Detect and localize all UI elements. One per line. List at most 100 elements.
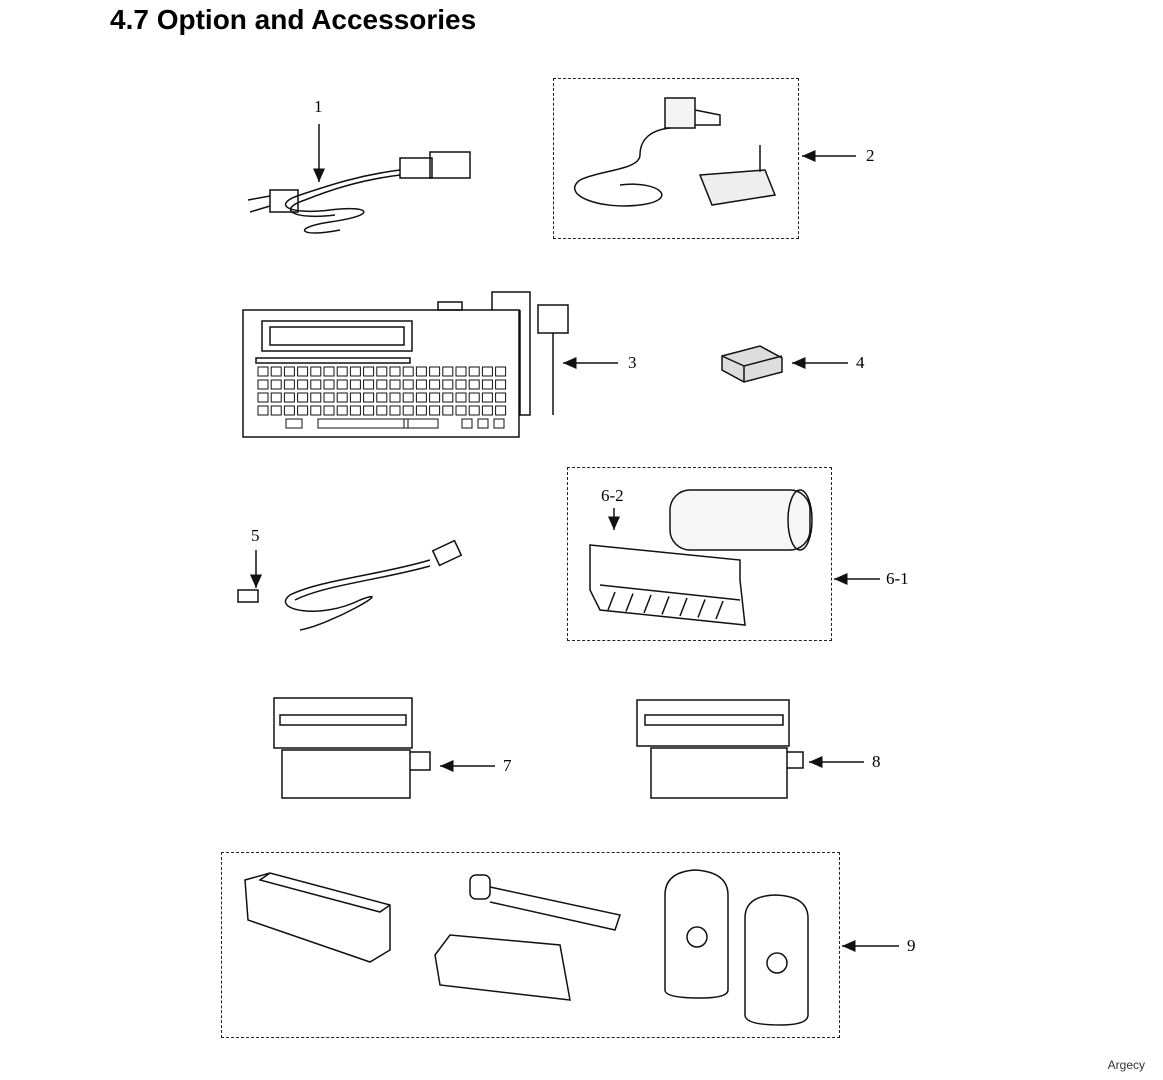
keyboard-key [323,366,335,377]
keyboard-key [442,405,454,416]
keyboard-key [415,392,427,403]
accessory-9-frame [221,852,840,1038]
module-illustration [721,345,848,383]
keyboard-key [349,405,361,416]
keyboard-key [493,418,505,429]
callout-9: 9 [907,936,916,955]
tray-slat [715,600,724,620]
keyboard-key [481,392,493,403]
callout-5: 5 [251,526,260,545]
keyboard-key [376,379,388,390]
keyboard-key [468,366,480,377]
keyboard-key [495,405,507,416]
keyboard-key [270,379,282,390]
callout-8: 8 [872,752,881,771]
keyboard-key [336,392,348,403]
keyboard-key [495,366,507,377]
keyboard-key [442,366,454,377]
keyboard-key [402,392,414,403]
keyboard-key [257,405,269,416]
keyboard-key [376,405,388,416]
keyboard-key [336,379,348,390]
keyboard-key [477,418,489,429]
keyboard-key [363,405,375,416]
tray-slat [661,596,670,615]
keyboard-key [363,379,375,390]
keyboard-key [285,418,303,429]
keyboard-key [257,366,269,377]
keyboard-key [389,379,401,390]
usb-cable-illustration [237,539,463,631]
keyboard-key [283,405,295,416]
adapter-illustration [573,97,856,207]
parts-9-illustration [244,869,899,1026]
keyboard-key [402,366,414,377]
keyboard-key [389,366,401,377]
keyboard-key [468,379,480,390]
keyboard-key [310,379,322,390]
keyboard-key [336,405,348,416]
keyboard-key [415,379,427,390]
keyboard-key [323,405,335,416]
keyboard-key [310,366,322,377]
keyboard-key [297,379,309,390]
keyboard-key [389,405,401,416]
keyboard-key [376,366,388,377]
keyboard-key [495,392,507,403]
tray-slat [643,594,652,614]
keyboard-key [349,379,361,390]
keyboard-key [363,366,375,377]
callout-7: 7 [503,756,512,775]
keyboard-key [415,405,427,416]
keyboard-key [481,405,493,416]
keyboard-key [455,405,467,416]
accessory-2-frame [553,78,799,239]
keyboard-key [403,418,439,429]
keyboard-key [402,379,414,390]
keyboard-key [481,366,493,377]
keyboard-key [429,366,441,377]
keyboard-key [455,379,467,390]
callout-6-1: 6-1 [886,569,909,588]
callout-6-2: 6-2 [601,486,624,505]
keyboard-illustration [242,291,618,438]
keyboard-key [455,392,467,403]
keyboard-key [270,392,282,403]
keyboard-key [297,366,309,377]
keyboard-key [297,392,309,403]
watermark: Argecy [1107,1058,1145,1072]
keyboard-key [323,392,335,403]
callout-1: 1 [314,97,323,116]
keyboard-key [468,392,480,403]
keyboard-key [257,392,269,403]
section-title: 4.7 Option and Accessories [110,4,477,35]
tray-slat [697,599,706,618]
keyboard-key [283,392,295,403]
keyboard-key [283,379,295,390]
keyboard-key [336,366,348,377]
callout-4: 4 [856,353,865,372]
keyboard-key [468,405,480,416]
callout-2: 2 [866,146,875,165]
keyboard-key [317,418,409,429]
keyboard-key [461,418,473,429]
peel-module-illustration [589,489,880,626]
keyboard-key [349,392,361,403]
keyboard-key [283,366,295,377]
keyboard-key [429,379,441,390]
keyboard-key [442,392,454,403]
keyboard-key [495,379,507,390]
keyboard-key [363,392,375,403]
keyboard-key [429,405,441,416]
keyboard-key [481,379,493,390]
keyboard-key [415,366,427,377]
keyboard-key [402,405,414,416]
callout-3: 3 [628,353,637,372]
tray-slat [679,597,688,617]
cutter-7-illustration [273,697,495,799]
keyboard-key [270,366,282,377]
keyboard-key [310,405,322,416]
keyboard-key [376,392,388,403]
